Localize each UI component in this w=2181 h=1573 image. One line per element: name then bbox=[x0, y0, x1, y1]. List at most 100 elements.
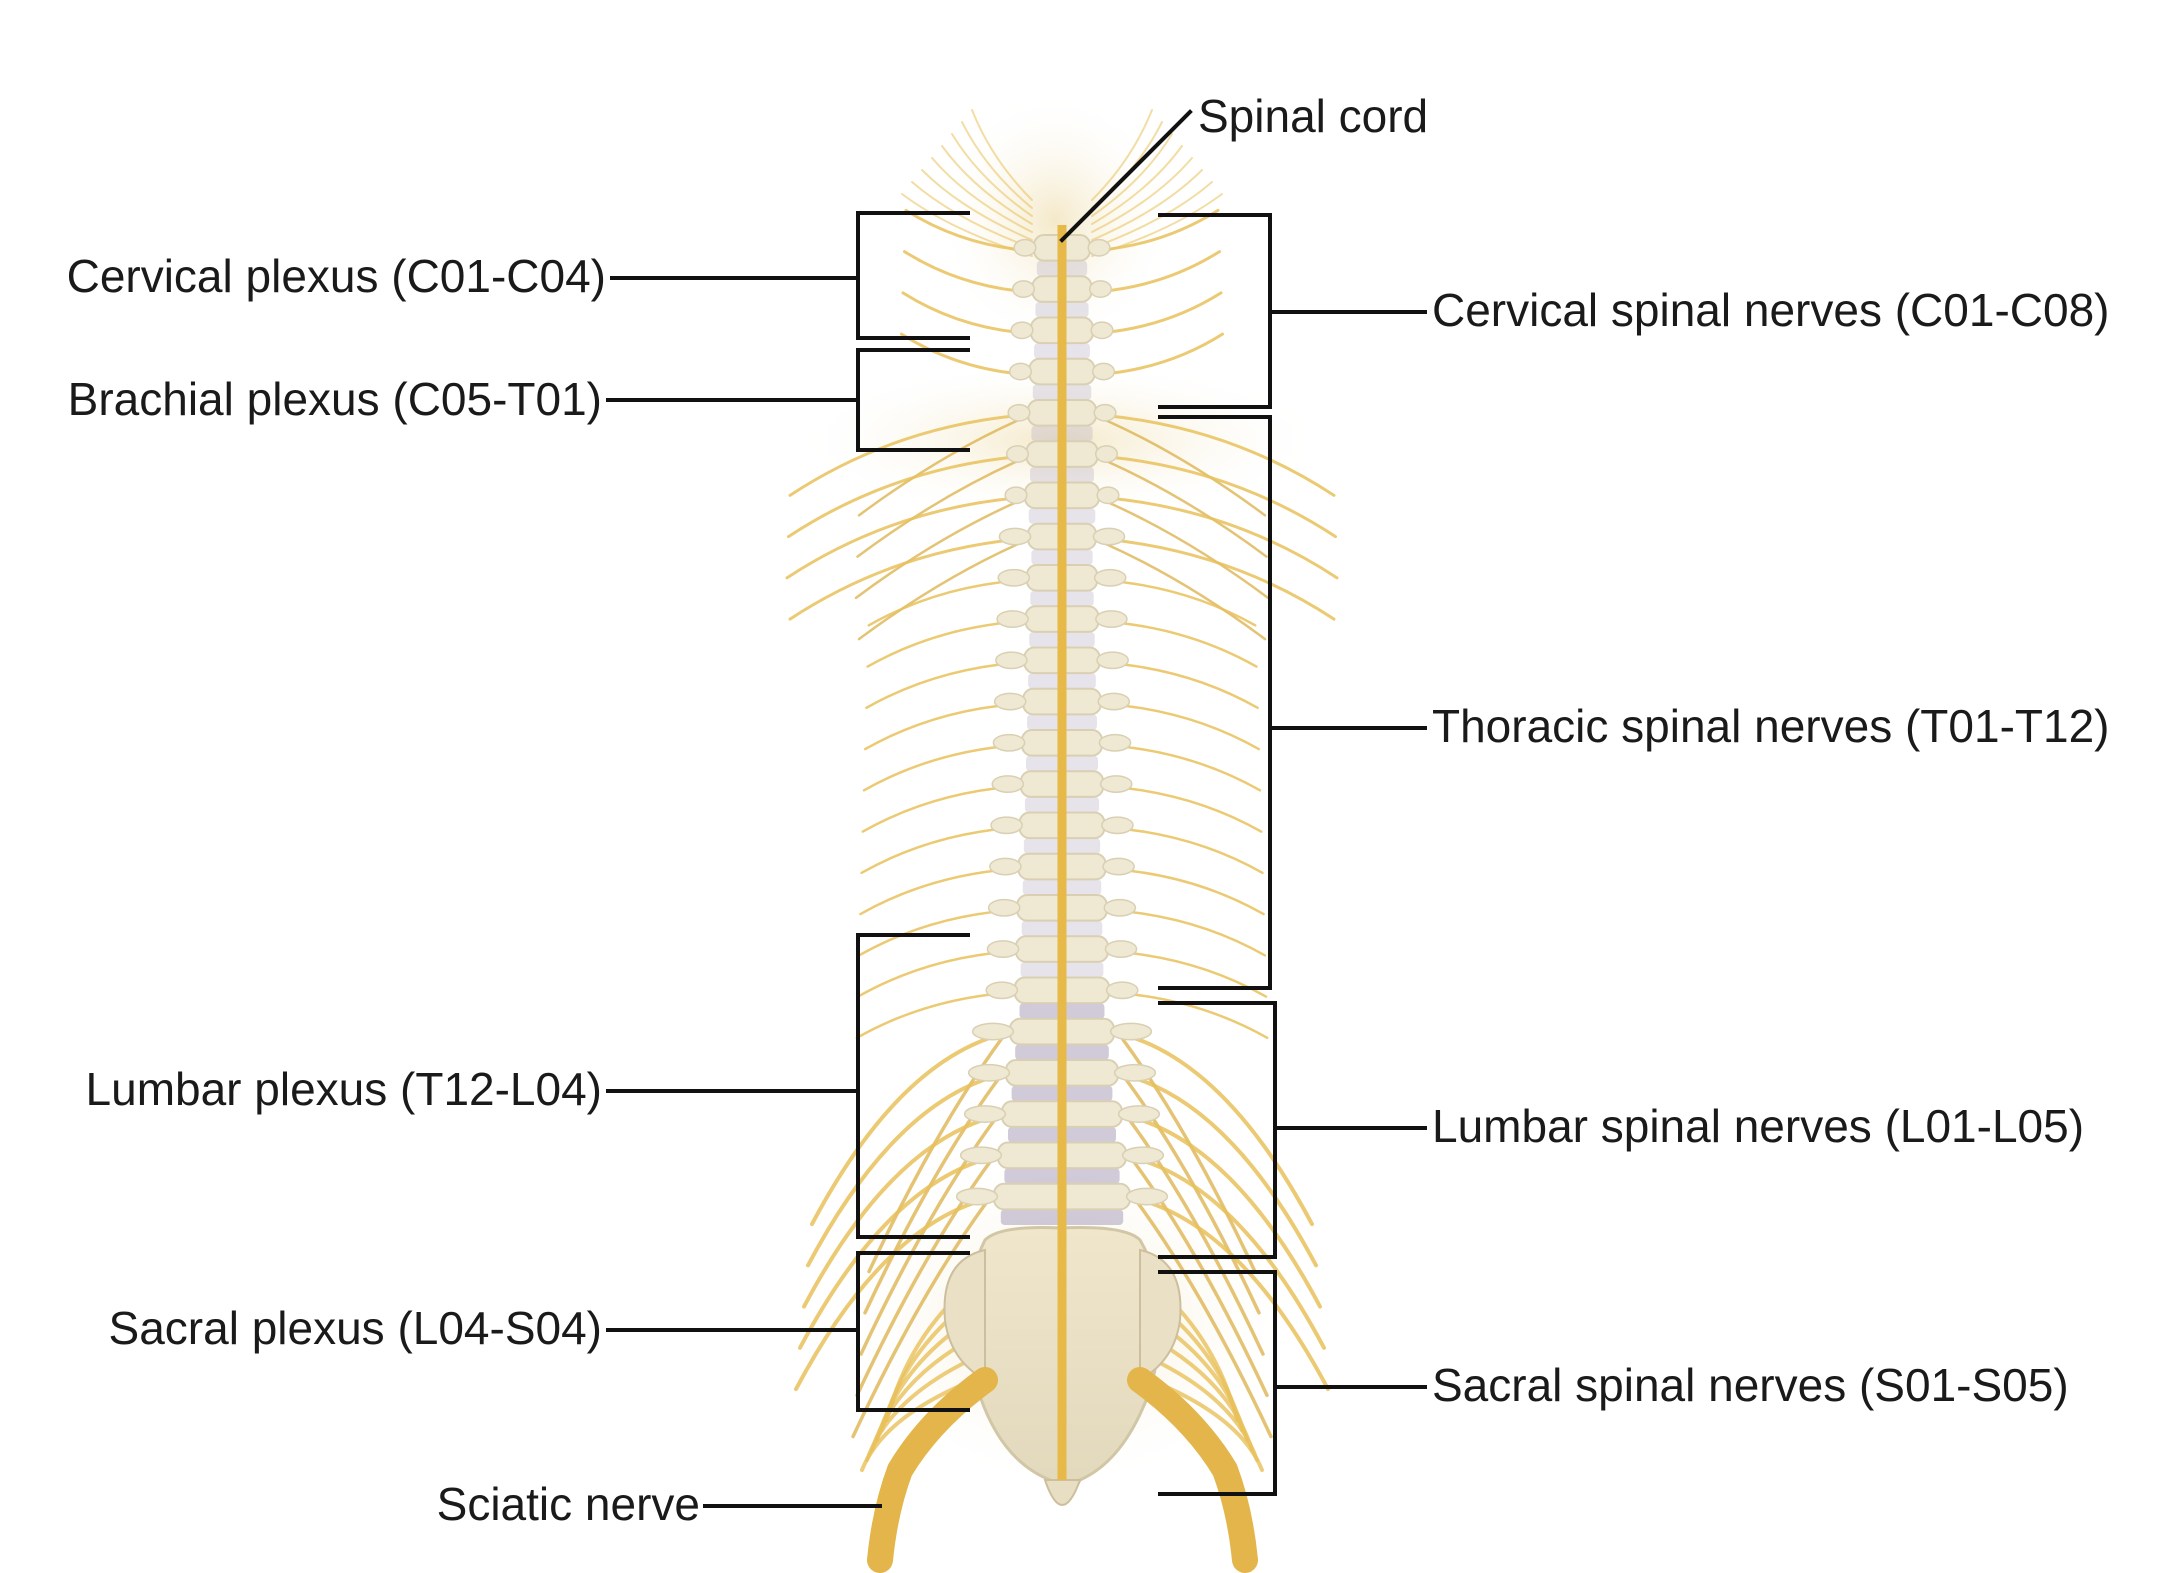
label-lumbar-spinal-nerves: Lumbar spinal nerves (L01-L05) bbox=[1432, 1100, 2084, 1152]
transverse-process-right bbox=[1117, 1105, 1161, 1123]
nerve-branch-right bbox=[1099, 291, 1223, 335]
nerve-branch-right bbox=[1136, 1201, 1273, 1439]
nerve-branch-right bbox=[1105, 496, 1339, 580]
nerve-branch-left bbox=[798, 1155, 992, 1350]
lumbar-plexus-bracket bbox=[606, 933, 970, 1239]
sacral-spinal-nerves-bracket bbox=[1158, 1270, 1427, 1496]
transverse-process-left bbox=[993, 692, 1027, 711]
transverse-process-left bbox=[955, 1187, 999, 1206]
nerve-branch-left bbox=[806, 1073, 1000, 1268]
transverse-process-left bbox=[989, 857, 1022, 876]
nerve-branch-right bbox=[1105, 500, 1270, 600]
cervical-nerve-fiber bbox=[1091, 181, 1213, 249]
label-brachial-plexus: Brachial plexus (C05-T01) bbox=[68, 373, 602, 425]
nerve-branch-left bbox=[810, 1032, 1004, 1227]
thoracic-spinal-nerves-bracket bbox=[1158, 415, 1427, 990]
cervical-nerve-fiber bbox=[1091, 193, 1223, 257]
cervical-nerve-fiber bbox=[951, 133, 1033, 217]
nerve-branch-left bbox=[903, 250, 1026, 294]
transverse-process-right bbox=[1091, 362, 1116, 381]
transverse-process-right bbox=[1121, 1146, 1165, 1165]
label-cervical-plexus: Cervical plexus (C01-C04) bbox=[67, 250, 606, 302]
nerve-branch-left bbox=[788, 413, 1022, 497]
ilium-right bbox=[1139, 1248, 1182, 1382]
transverse-process-left bbox=[986, 940, 1020, 958]
nerve-branch-left bbox=[854, 500, 1019, 600]
nerve-branch-left bbox=[787, 455, 1020, 539]
brachial-plexus-bracket bbox=[606, 348, 970, 452]
lumbar-spinal-nerves-bracket bbox=[1158, 1001, 1427, 1259]
transverse-process-left bbox=[995, 651, 1028, 670]
transverse-process-right bbox=[1099, 775, 1133, 793]
nerve-branch-right bbox=[1132, 1155, 1326, 1350]
cervical-nerve-fiber bbox=[1091, 133, 1173, 217]
nerve-branch-left bbox=[856, 459, 1020, 558]
sciatic-nerve-left bbox=[867, 1367, 998, 1573]
nerve-branch-right bbox=[1136, 1197, 1330, 1392]
nerve-branch-left bbox=[900, 332, 1023, 376]
nerve-branch-left bbox=[802, 1114, 996, 1309]
transverse-process-right bbox=[1104, 940, 1138, 958]
transverse-process-left bbox=[967, 1063, 1011, 1082]
coccyx bbox=[1043, 1479, 1082, 1506]
transverse-process-left bbox=[1004, 486, 1028, 505]
cervical-nerve-fiber bbox=[1091, 145, 1183, 225]
transverse-process-right bbox=[1087, 238, 1111, 257]
nerve-branch-right bbox=[1102, 413, 1336, 497]
cervical-nerve-fiber bbox=[931, 157, 1033, 233]
transverse-process-left bbox=[1008, 362, 1033, 381]
sacral-nerve-fiber bbox=[1160, 1383, 1264, 1472]
transverse-process-left bbox=[985, 981, 1019, 1000]
transverse-process-right bbox=[1088, 280, 1113, 298]
transverse-process-right bbox=[1103, 898, 1137, 917]
transverse-process-left bbox=[971, 1022, 1015, 1041]
transverse-process-left bbox=[959, 1146, 1003, 1165]
nerve-branch-right bbox=[1102, 537, 1336, 621]
nerve-branch-left bbox=[857, 541, 1022, 641]
transverse-process-left bbox=[990, 816, 1023, 835]
spinal-cord-leader bbox=[1059, 109, 1193, 243]
nerve-branch-right bbox=[1101, 332, 1224, 376]
transverse-process-left bbox=[1007, 403, 1031, 422]
transverse-process-right bbox=[1094, 445, 1119, 463]
transverse-process-right bbox=[1096, 486, 1120, 505]
label-lumbar-plexus: Lumbar plexus (T12-L04) bbox=[86, 1063, 602, 1115]
label-sacral-spinal-nerves: Sacral spinal nerves (S01-S05) bbox=[1432, 1359, 2069, 1411]
transverse-process-left bbox=[1013, 238, 1037, 257]
nerve-branch-left bbox=[857, 418, 1022, 517]
nerve-branch-right bbox=[1102, 418, 1267, 517]
transverse-process-right bbox=[1109, 1022, 1153, 1041]
cervical-nerve-fiber bbox=[911, 181, 1033, 249]
label-cervical-spinal-nerves: Cervical spinal nerves (C01-C08) bbox=[1432, 284, 2109, 336]
nerve-branch-right bbox=[1132, 1160, 1269, 1398]
nerve-branch-right bbox=[1120, 1032, 1314, 1227]
cervical-nerve-fiber bbox=[1091, 109, 1153, 201]
transverse-process-right bbox=[1092, 527, 1126, 546]
nerve-branch-right bbox=[1104, 455, 1337, 539]
leader-lines bbox=[606, 109, 1427, 1508]
sacral-nerve-fiber bbox=[1152, 1358, 1259, 1462]
transverse-process-right bbox=[1102, 857, 1135, 876]
transverse-process-left bbox=[963, 1105, 1007, 1123]
transverse-process-left bbox=[1011, 280, 1036, 298]
transverse-process-left bbox=[998, 527, 1032, 546]
transverse-process-right bbox=[1093, 568, 1127, 587]
transverse-process-right bbox=[1125, 1187, 1169, 1206]
nerve-branch-right bbox=[1128, 1114, 1322, 1309]
spine-illustration bbox=[785, 90, 1339, 1573]
transverse-process-right bbox=[1101, 816, 1134, 835]
transverse-process-left bbox=[996, 610, 1029, 628]
nerve-branch-left bbox=[788, 537, 1022, 621]
sacral-nerve-fiber bbox=[865, 1358, 972, 1462]
transverse-process-right bbox=[1093, 403, 1117, 422]
label-spinal-cord: Spinal cord bbox=[1198, 90, 1428, 142]
label-thoracic-spinal-nerves: Thoracic spinal nerves (T01-T12) bbox=[1432, 700, 2109, 752]
cervical-nerve-fiber bbox=[971, 109, 1033, 201]
nerve-branch-left bbox=[901, 291, 1025, 335]
nerve-branch-left bbox=[785, 496, 1019, 580]
cervical-nerve-fiber bbox=[941, 145, 1033, 225]
nerve-branch-left bbox=[855, 1160, 992, 1398]
transverse-process-right bbox=[1105, 981, 1139, 1000]
sacral-plexus-bracket bbox=[606, 1251, 970, 1412]
transverse-process-right bbox=[1097, 692, 1131, 711]
